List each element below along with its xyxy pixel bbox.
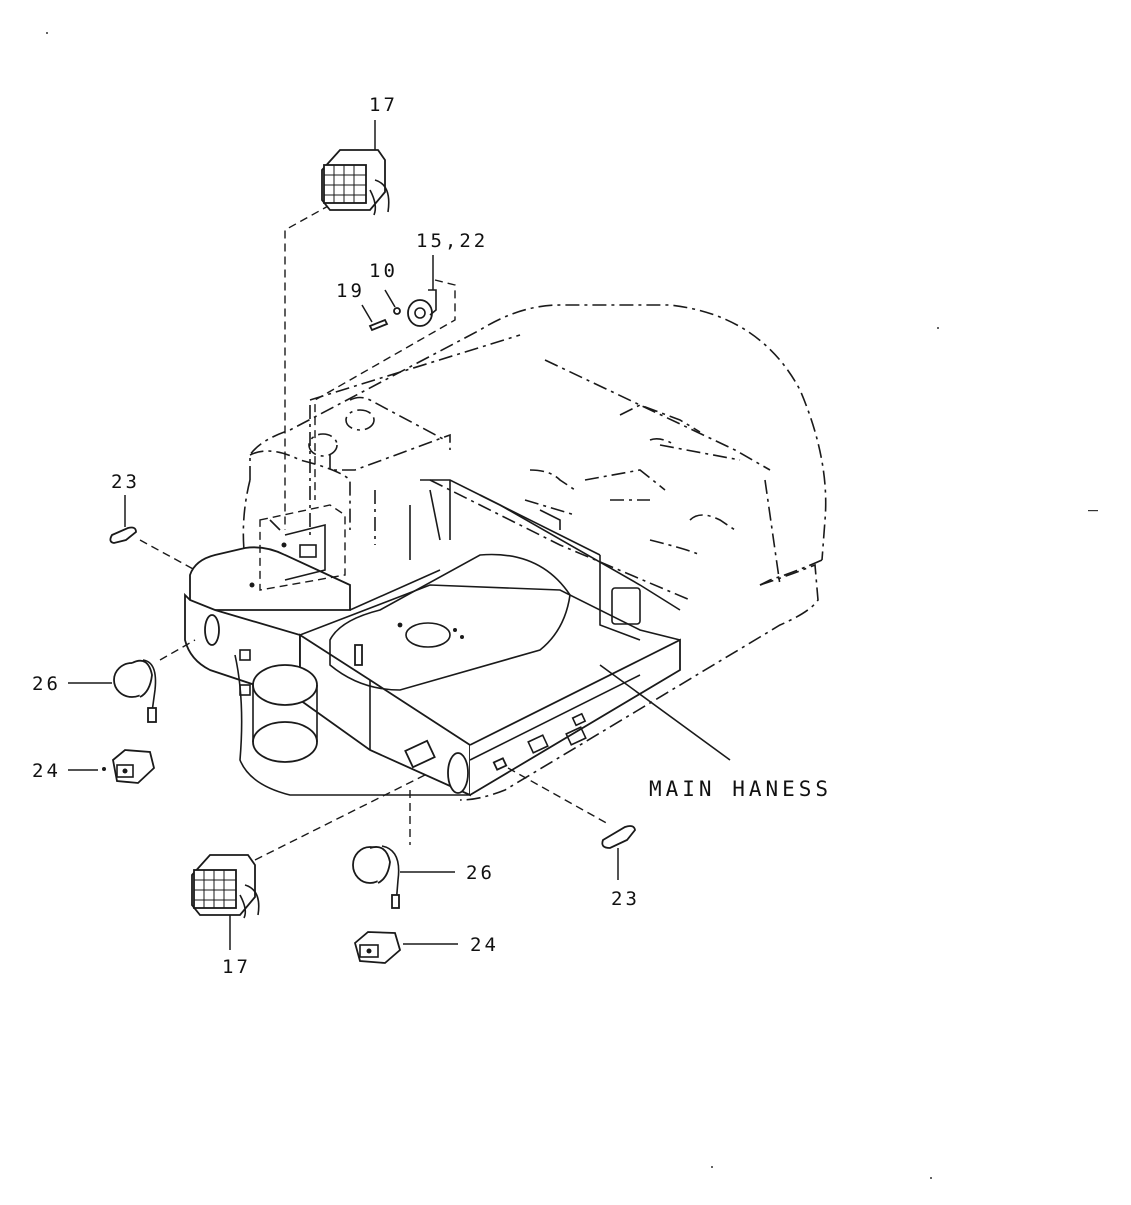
upper-structure-outline (242, 304, 827, 801)
label-24-left: 24 (32, 760, 61, 782)
lower-frame (184, 479, 681, 797)
marker-lamp-icon-left (109, 495, 137, 544)
label-26-left: 26 (32, 673, 61, 695)
connection-lines (139, 204, 731, 861)
label-19: 19 (336, 280, 365, 302)
label-17-bottom: 17 (222, 956, 251, 978)
connector-icon-left (68, 749, 156, 784)
lamp-icon-left (68, 659, 157, 723)
work-light-icon-bottom (191, 854, 260, 950)
horn-icon (407, 255, 437, 327)
label-17-top: 17 (369, 94, 398, 116)
lamp-icon-bottom (352, 845, 455, 909)
label-main-harness: MAIN HANESS (649, 777, 832, 801)
label-24-bottom: 24 (470, 934, 499, 956)
label-10: 10 (369, 260, 398, 282)
control-box (249, 504, 346, 591)
scan-specks (46, 32, 1098, 1179)
connector-icon-bottom (353, 931, 458, 964)
label-15-22: 15,22 (416, 230, 488, 252)
washer-icon (384, 289, 401, 315)
label-26-bottom: 26 (466, 862, 495, 884)
marker-lamp-icon-right (601, 825, 636, 880)
bolt-icon (361, 304, 389, 332)
work-light-icon-top (321, 149, 390, 216)
label-23-right: 23 (611, 888, 640, 910)
label-23-left: 23 (111, 471, 140, 493)
